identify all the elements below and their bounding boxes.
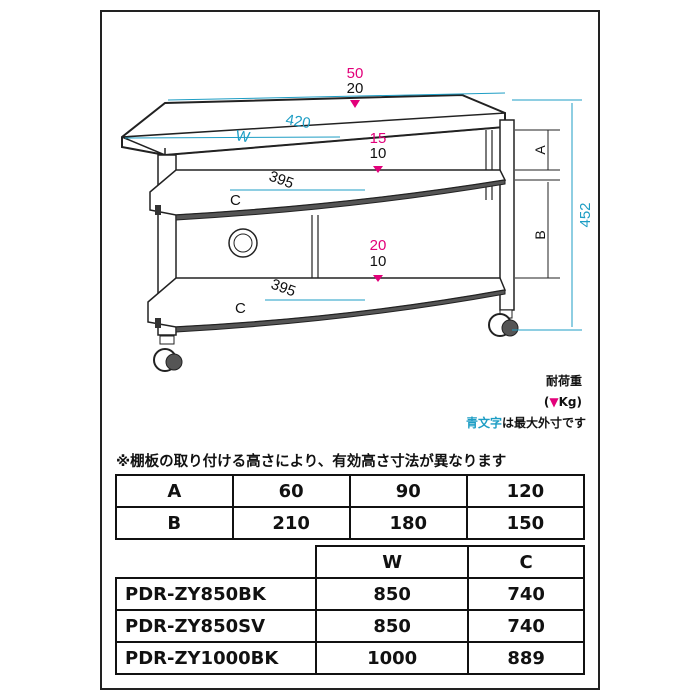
table-row: PDR-ZY1000BK 1000 889 <box>115 641 585 675</box>
model-name: PDR-ZY1000BK <box>115 641 317 675</box>
top-load-max: 50 <box>347 65 364 82</box>
load-triangle-icon: ▼ <box>549 395 559 409</box>
table-cell: 180 <box>348 506 468 540</box>
table-cell: 1000 <box>314 641 470 675</box>
table-cell: 740 <box>467 609 585 643</box>
table-cell: 850 <box>314 577 470 611</box>
model-name: PDR-ZY850SV <box>115 609 317 643</box>
table-row: A 60 90 120 <box>115 474 586 508</box>
table-row: B 210 180 150 <box>115 506 586 540</box>
height-label: 452 <box>577 202 594 227</box>
blank-header-cell <box>116 546 317 579</box>
table-cell: 740 <box>467 577 585 611</box>
depth-top-label: 420 <box>284 111 312 132</box>
table-row: PDR-ZY850SV 850 740 <box>115 609 585 643</box>
legend-blue-note: 青文字は最大外寸です <box>465 416 586 430</box>
column-header-c: C <box>467 545 585 579</box>
table-cell: 60 <box>231 474 351 508</box>
table-cell: 90 <box>348 474 468 508</box>
table-cell: 210 <box>231 506 351 540</box>
caster-front-left <box>153 335 183 372</box>
b-dimension-label: B <box>532 230 548 239</box>
shelf-height-note: ※棚板の取り付ける高さにより、有効高さ寸法が異なります <box>116 454 507 470</box>
top-load: 20 <box>347 80 364 97</box>
model-dimension-table: W C PDR-ZY850BK 850 740 PDR-ZY850SV 850 … <box>115 545 585 675</box>
shelf-dimension-table: A 60 90 120 B 210 180 150 <box>115 474 586 540</box>
caster-front-right <box>488 309 519 337</box>
a-dimension-label: A <box>532 145 548 155</box>
shelf1-c-label: C <box>230 192 241 209</box>
bottom-load-max: 20 <box>370 237 387 254</box>
shelf2-c-label: C <box>235 300 246 317</box>
table-row: PDR-ZY850BK 850 740 <box>115 577 585 611</box>
row-label: A <box>115 474 234 508</box>
mid-load-max: 15 <box>370 130 387 147</box>
table-cell: 150 <box>465 506 586 540</box>
table-cell: 120 <box>465 474 586 508</box>
tv-stand-diagram: 50 20 15 10 20 10 420 W 395 395 C C 452 … <box>121 65 594 372</box>
legend-title: 耐荷重 <box>545 374 582 388</box>
table-header-row: W C <box>116 545 585 579</box>
mid-load: 10 <box>370 145 387 162</box>
product-frame <box>100 10 600 690</box>
model-name: PDR-ZY850BK <box>115 577 317 611</box>
table-cell: 850 <box>314 609 470 643</box>
row-label: B <box>115 506 234 540</box>
legend-unit: (▼Kg) <box>543 395 582 409</box>
column-header-w: W <box>314 545 470 579</box>
table-cell: 889 <box>467 641 585 675</box>
bottom-load: 10 <box>370 253 387 270</box>
width-label: W <box>234 127 252 146</box>
